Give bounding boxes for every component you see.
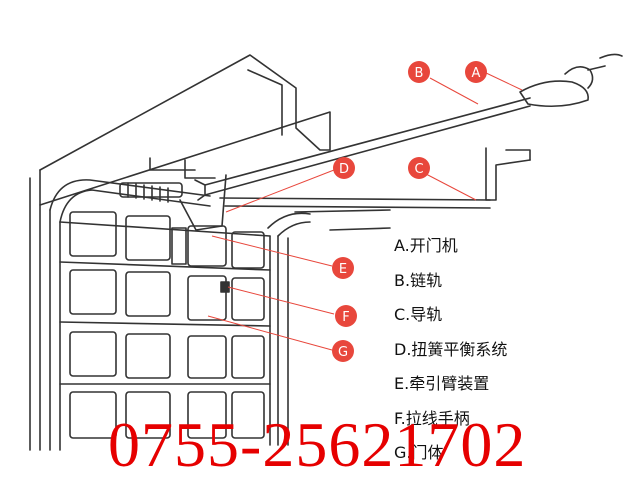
legend-item-g: G.门体 [394, 443, 444, 462]
phone-number: 0755-25621702 [108, 409, 527, 480]
torsion-spring [49, 174, 227, 231]
legend-item-e: E.牵引臂装置 [394, 374, 490, 393]
callout-label: G [338, 345, 348, 360]
leader-lines [207, 71, 523, 351]
callout-circle [408, 61, 430, 83]
callout-circle [333, 157, 355, 179]
callout-a: A [465, 61, 487, 83]
door-body [49, 209, 271, 451]
callout-c: C [408, 157, 430, 179]
traction-arm [171, 227, 187, 265]
callout-label: C [414, 162, 423, 177]
chain-rail [194, 97, 531, 201]
legend-item-a: A.开门机 [394, 236, 458, 255]
callout-d: D [333, 157, 355, 179]
pull-handle [220, 281, 230, 293]
callout-markers: A B C D E F G [332, 61, 487, 362]
callout-label: B [415, 66, 424, 81]
legend-item-d: D.扭簧平衡系统 [394, 339, 508, 359]
callout-label: D [339, 162, 349, 177]
callout-circle [465, 61, 487, 83]
callout-circle [332, 340, 354, 362]
callout-label: A [472, 66, 481, 81]
callout-label: E [339, 262, 347, 277]
callout-e: E [332, 257, 354, 279]
legend-item-c: C.导轨 [394, 305, 443, 324]
ceiling-structure [29, 54, 391, 451]
callout-circle [332, 257, 354, 279]
callout-f: F [335, 305, 357, 327]
callout-circle [408, 157, 430, 179]
legend-item-f: F.拉线手柄 [394, 408, 470, 428]
guide-track [219, 147, 531, 446]
legend-item-b: B.链轨 [394, 270, 443, 290]
callout-circle [335, 305, 357, 327]
door-opener-unit [519, 53, 623, 108]
callout-b: B [408, 61, 430, 83]
callout-g: G [332, 340, 354, 362]
callout-label: F [342, 310, 349, 325]
